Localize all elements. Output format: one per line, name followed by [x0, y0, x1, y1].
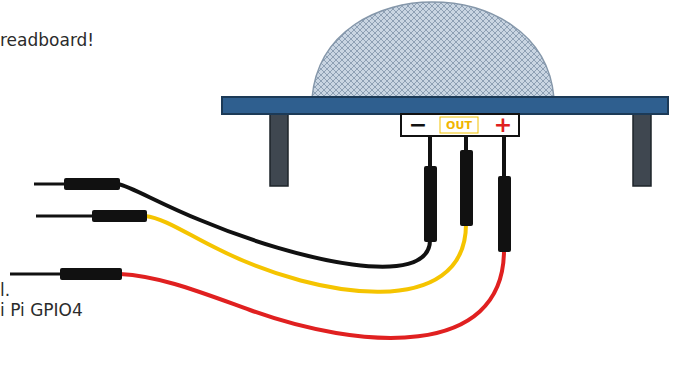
jumper-pin: [36, 215, 94, 218]
jumper-pin: [10, 273, 62, 276]
pin: [502, 136, 506, 178]
note-text: readboard!: [0, 30, 94, 50]
jumper-pin: [34, 183, 66, 186]
mount-leg: [270, 112, 288, 186]
fresnel-dome: [312, 2, 554, 98]
connector-housing: [460, 150, 473, 226]
note-text: l.: [0, 280, 10, 300]
out-cell: [440, 117, 478, 133]
yellow-wire: [145, 216, 466, 292]
black-wire: [118, 184, 430, 267]
pin: [428, 136, 432, 168]
connector-housing: [498, 176, 511, 252]
pin: [464, 136, 468, 152]
jumper-housing: [60, 268, 122, 280]
pin-label: +: [494, 114, 512, 136]
mount-leg: [633, 112, 651, 186]
jumper-housing: [64, 178, 120, 190]
jumper-housing: [92, 210, 147, 222]
pin-header: [401, 114, 519, 136]
pin-label: −: [409, 114, 427, 136]
red-wire: [120, 250, 504, 338]
connector-housing: [424, 166, 437, 242]
circuit-board: [222, 97, 668, 114]
note-text: i Pi GPIO4: [0, 300, 83, 320]
pin-label: OUT: [446, 120, 472, 131]
